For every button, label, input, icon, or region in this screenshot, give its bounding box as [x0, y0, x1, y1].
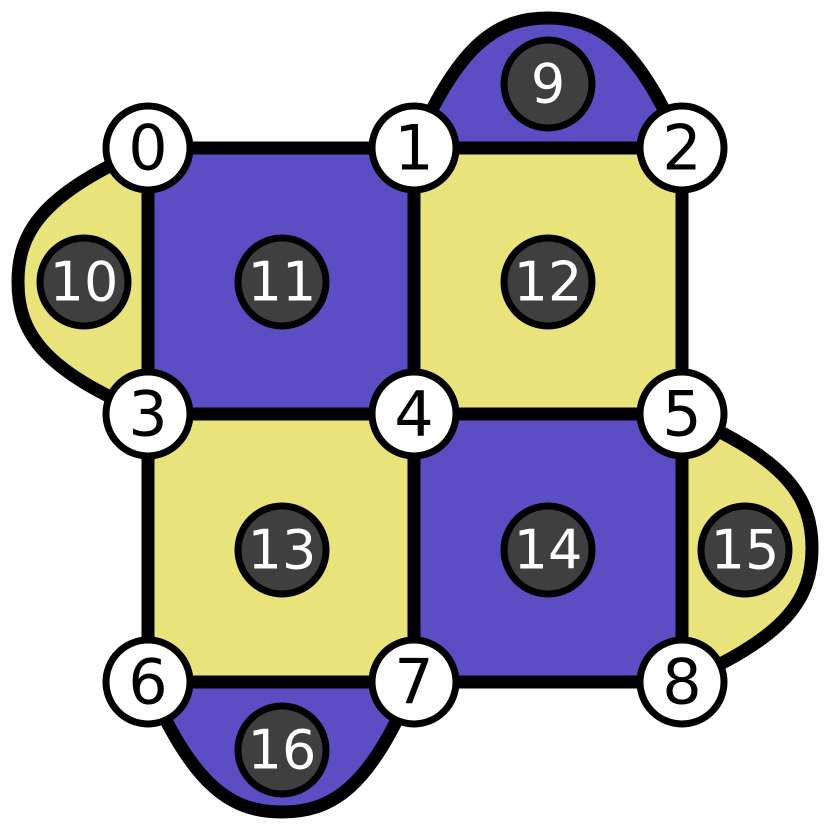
vertex-node-circle	[102, 636, 194, 728]
face-node-circle	[500, 36, 596, 132]
vertex-node-0: 0	[102, 102, 194, 194]
face-node-16: 16	[234, 702, 330, 798]
face-node-circle	[36, 234, 132, 330]
face-node-circle	[500, 502, 596, 598]
edge-6-7-curved	[141, 675, 421, 819]
face-node-10: 10	[36, 234, 132, 330]
face-node-label: 9	[531, 53, 565, 116]
vertex-node-label: 5	[662, 378, 701, 451]
vertex-node-6: 6	[102, 636, 194, 728]
face-node-15: 15	[697, 502, 793, 598]
vertex-node-label: 4	[394, 378, 433, 451]
vertex-node-7: 7	[368, 636, 460, 728]
face-node-14: 14	[500, 502, 596, 598]
face-node-label: 15	[711, 519, 780, 582]
face-node-11: 11	[234, 234, 330, 330]
vertex-node-circle	[636, 102, 728, 194]
vertex-node-circle	[636, 368, 728, 460]
vertex-node-circle	[102, 368, 194, 460]
vertex-node-label: 6	[128, 646, 167, 719]
vertex-node-circle	[636, 636, 728, 728]
vertex-node-label: 3	[128, 378, 167, 451]
vertex-node-label: 7	[394, 646, 433, 719]
vertex-node-label: 8	[662, 646, 701, 719]
face-node-circle	[500, 234, 596, 330]
face-node-13: 13	[234, 502, 330, 598]
edge-1-2-curved	[407, 11, 689, 155]
face-node-circle	[234, 234, 330, 330]
vertex-node-circle	[368, 368, 460, 460]
vertex-node-label: 0	[128, 112, 167, 185]
vertex-node-circle	[368, 102, 460, 194]
face-node-circle	[234, 702, 330, 798]
vertex-node-label: 1	[394, 112, 433, 185]
vertex-node-circle	[368, 636, 460, 728]
face-node-label: 12	[514, 251, 583, 314]
face-node-circle	[234, 502, 330, 598]
edge-0-3-curved	[11, 141, 155, 421]
vertex-node-label: 2	[662, 112, 701, 185]
vertex-node-8: 8	[636, 636, 728, 728]
face-node-12: 12	[500, 234, 596, 330]
vertex-node-1: 1	[368, 102, 460, 194]
edge-5-8-curved	[675, 407, 819, 689]
face-node-9: 9	[500, 36, 596, 132]
vertex-node-circle	[102, 102, 194, 194]
vertex-node-2: 2	[636, 102, 728, 194]
face-node-label: 16	[248, 719, 317, 782]
face-node-label: 10	[50, 251, 119, 314]
vertex-node-5: 5	[636, 368, 728, 460]
face-node-label: 11	[248, 251, 317, 314]
face-node-label: 13	[248, 519, 317, 582]
vertex-node-4: 4	[368, 368, 460, 460]
vertex-node-3: 3	[102, 368, 194, 460]
face-node-circle	[697, 502, 793, 598]
face-node-label: 14	[514, 519, 583, 582]
